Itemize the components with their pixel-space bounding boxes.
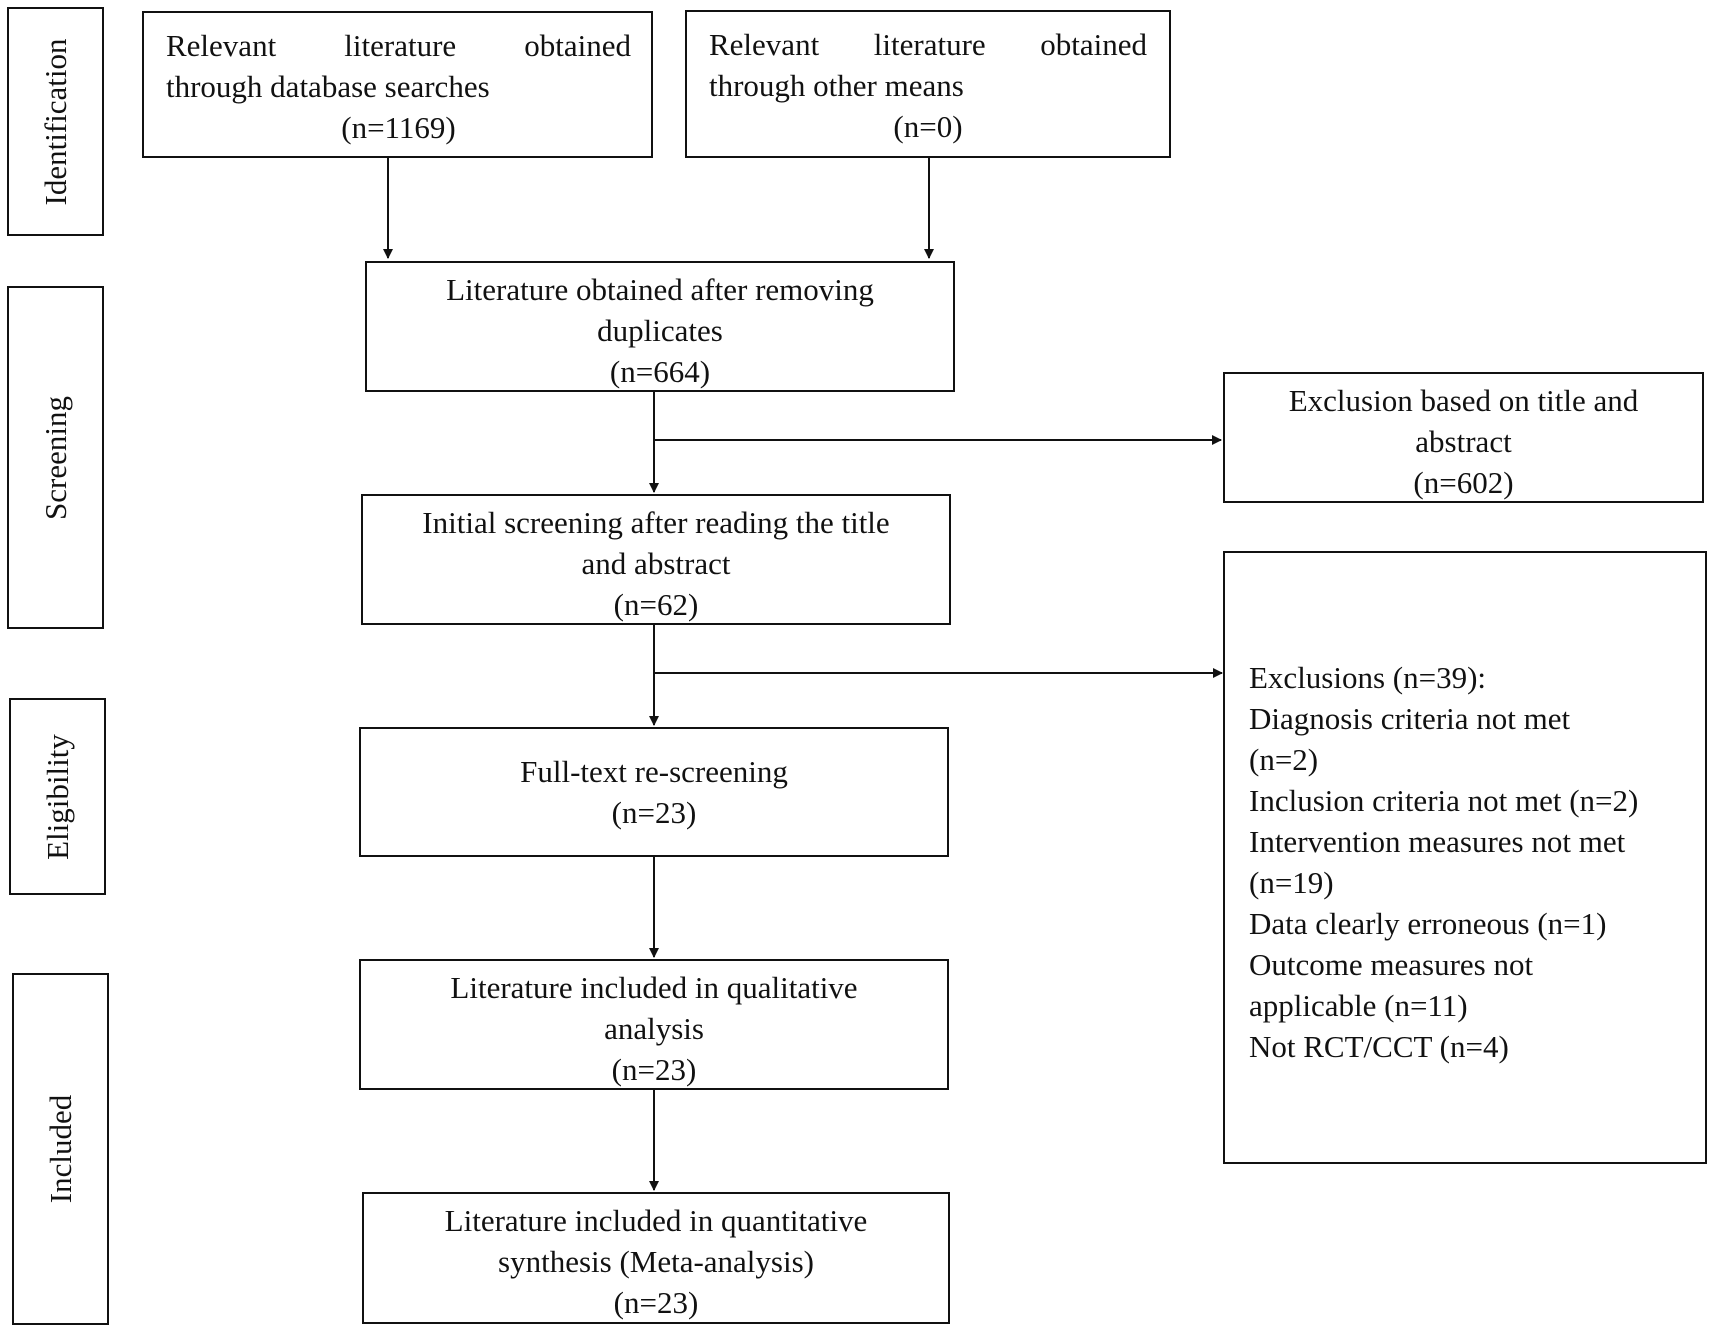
fulltext-exclusions-heading: Exclusions (n=39):: [1249, 660, 1487, 695]
quantitative-line2: synthesis (Meta-analysis): [498, 1244, 814, 1279]
stage-eligibility: Eligibility: [9, 698, 106, 895]
other-means-count: (n=0): [893, 109, 963, 144]
quantitative-box: Literature included in quantitative synt…: [362, 1192, 950, 1324]
initial-screening-count: (n=62): [613, 587, 699, 622]
exclusion-reason-item: (n=19): [1249, 865, 1334, 900]
exclusion-reason-item: (n=2): [1249, 742, 1319, 777]
quantitative-line1: Literature included in quantitative: [444, 1203, 868, 1238]
after-duplicates-count: (n=664): [609, 354, 711, 389]
initial-screening-line2: and abstract: [581, 546, 731, 581]
stage-identification-label: Identification: [37, 38, 73, 205]
stage-included: Included: [12, 973, 109, 1325]
exclusion-reason-item: applicable (n=11): [1249, 988, 1468, 1023]
title-abstract-exclusion-line1: Exclusion based on title and: [1288, 383, 1639, 418]
fulltext-exclusions-box: Exclusions (n=39): Diagnosis criteria no…: [1223, 551, 1707, 1164]
initial-screening-box: Initial screening after reading the titl…: [361, 494, 951, 625]
exclusion-reason-item: Data clearly erroneous (n=1): [1249, 906, 1607, 941]
exclusion-reason-item: Not RCT/CCT (n=4): [1249, 1029, 1509, 1064]
exclusion-reason-item: Diagnosis criteria not met: [1249, 701, 1571, 736]
stage-included-label: Included: [42, 1094, 78, 1204]
quantitative-count: (n=23): [613, 1285, 699, 1320]
stage-screening: Screening: [7, 286, 104, 629]
other-means-line1: Relevant literature obtained: [709, 27, 1147, 62]
stage-eligibility-label: Eligibility: [39, 733, 75, 860]
after-duplicates-line1: Literature obtained after removing: [446, 272, 874, 307]
other-means-line2: through other means: [709, 68, 964, 103]
title-abstract-exclusion-line2: abstract: [1415, 424, 1512, 459]
database-search-box: Relevant literature obtained through dat…: [142, 11, 653, 158]
database-search-line1: Relevant literature obtained: [166, 28, 631, 63]
initial-screening-line1: Initial screening after reading the titl…: [422, 505, 890, 540]
title-abstract-exclusion-box: Exclusion based on title and abstract (n…: [1223, 372, 1704, 503]
exclusion-reason-item: Outcome measures not: [1249, 947, 1534, 982]
qualitative-line2: analysis: [604, 1011, 704, 1046]
other-means-box: Relevant literature obtained through oth…: [685, 10, 1171, 158]
exclusion-reason-item: Intervention measures not met: [1249, 824, 1626, 859]
full-text-count: (n=23): [611, 795, 697, 830]
qualitative-count: (n=23): [611, 1052, 697, 1087]
stage-identification: Identification: [7, 7, 104, 236]
exclusion-reason-item: Inclusion criteria not met (n=2): [1249, 783, 1639, 818]
full-text-line1: Full-text re-screening: [520, 754, 788, 789]
title-abstract-exclusion-count: (n=602): [1413, 465, 1514, 500]
after-duplicates-line2: duplicates: [597, 313, 723, 348]
qualitative-box: Literature included in qualitative analy…: [359, 959, 949, 1090]
full-text-box: Full-text re-screening (n=23): [359, 727, 949, 857]
qualitative-line1: Literature included in qualitative: [450, 970, 858, 1005]
database-search-count: (n=1169): [341, 110, 456, 145]
stage-screening-label: Screening: [37, 395, 73, 520]
after-duplicates-box: Literature obtained after removing dupli…: [365, 261, 955, 392]
database-search-line2: through database searches: [166, 69, 490, 104]
